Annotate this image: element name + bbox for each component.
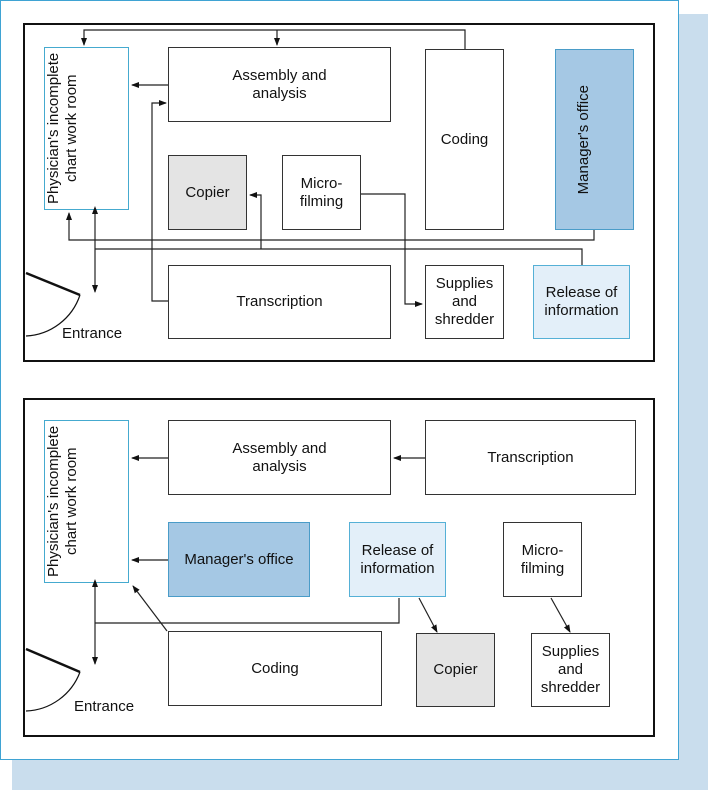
flow-coding-to-physician-b: [132, 585, 168, 632]
room-label: Transcription: [487, 448, 574, 466]
room-label: Coding: [251, 659, 299, 677]
room-assembly-a: Assembly and analysis: [168, 47, 391, 122]
flow-micro-to-supplies-b: [550, 597, 571, 633]
room-label: Copier: [433, 661, 478, 678]
room-label: Coding: [440, 130, 489, 148]
room-copier-b: Copier: [416, 633, 495, 707]
door-swing-b: [25, 671, 81, 712]
flow-release-to-copier: [95, 248, 583, 265]
flow-copier-branch: [249, 192, 262, 249]
room-microfilming-b: Micro- filming: [503, 522, 582, 597]
room-label: Copier: [185, 183, 230, 201]
room-release-a: Release of information: [533, 265, 630, 339]
room-label: Assembly and analysis: [232, 66, 327, 102]
flow-manager-to-physician: [66, 212, 595, 241]
room-coding-b: Coding: [168, 631, 382, 706]
room-manager-a: Manager's office: [555, 49, 634, 230]
room-physician-workroom-b: Physician's incomplete chart work room: [44, 420, 129, 583]
room-release-b: Release of information: [349, 522, 446, 597]
room-transcription-b: Transcription: [425, 420, 636, 495]
room-transcription-a: Transcription: [168, 265, 391, 339]
room-label: Assembly and analysis: [232, 439, 327, 475]
room-label: Micro- filming: [520, 541, 565, 577]
room-physician-workroom-a: Physician's incomplete chart work room: [44, 47, 129, 210]
room-supplies-a: Supplies and shredder: [425, 265, 504, 339]
door-a: [25, 271, 81, 297]
room-microfilming-a: Micro- filming: [282, 155, 361, 230]
room-copier-a: Copier: [168, 155, 247, 230]
room-label: Supplies and shredder: [434, 275, 495, 328]
entrance-label-a: Entrance: [62, 325, 123, 342]
room-label: Micro- filming: [299, 174, 344, 210]
flow-top-to-physician: [81, 29, 466, 49]
flow-transcription-to-assembly: [151, 100, 168, 302]
room-label: Manager's office: [184, 550, 294, 568]
room-label: Transcription: [236, 293, 323, 310]
flow-release-to-copier-b: [418, 597, 438, 633]
room-supplies-b: Supplies and shredder: [531, 633, 610, 707]
room-coding-a: Coding: [425, 49, 504, 230]
door-swing-a: [25, 294, 81, 337]
room-label: Release of information: [544, 284, 619, 319]
room-manager-b: Manager's office: [168, 522, 310, 597]
room-assembly-b: Assembly and analysis: [168, 420, 391, 495]
door-b: [25, 647, 81, 674]
room-label: Release of information: [360, 541, 435, 577]
flow-micro-to-supplies: [361, 193, 423, 307]
room-label: Supplies and shredder: [540, 643, 601, 696]
entrance-label-b: Entrance: [74, 698, 135, 715]
flow-release-to-entrance-b: [95, 598, 400, 624]
